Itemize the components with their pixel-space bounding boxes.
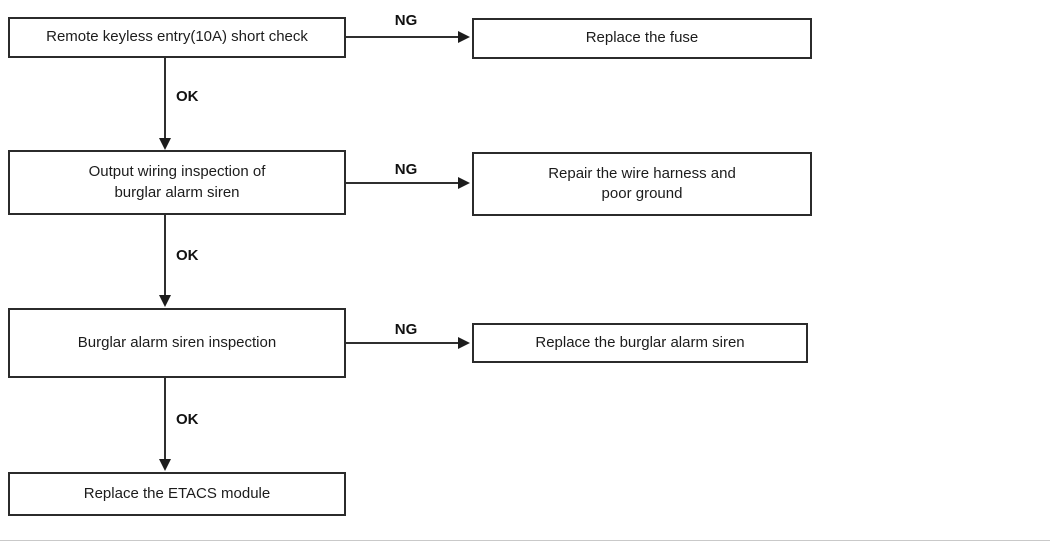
ok-arrow: [164, 58, 166, 138]
result-text-line1: Repair the wire harness and: [548, 164, 736, 182]
ng-label: NG: [394, 321, 418, 338]
step-box-output-wiring-inspection: Output wiring inspection of burglar alar…: [8, 150, 346, 215]
ok-label: OK: [176, 247, 199, 264]
result-box-repair-wire-harness: Repair the wire harness and poor ground: [472, 152, 812, 216]
page-bottom-divider: [0, 540, 1050, 541]
step-text: Remote keyless entry(10A) short check: [46, 28, 308, 46]
result-text-line2: poor ground: [601, 185, 683, 202]
ng-arrow: [346, 36, 458, 38]
ng-arrow: [346, 182, 458, 184]
step-box-remote-keyless-check: Remote keyless entry(10A) short check: [8, 17, 346, 58]
ng-label: NG: [394, 161, 418, 178]
step-text-line1: Output wiring inspection of: [88, 163, 266, 181]
result-box-replace-burglar-alarm-siren: Replace the burglar alarm siren: [472, 323, 808, 363]
result-box-replace-fuse: Replace the fuse: [472, 18, 812, 59]
step-box-replace-etacs-module: Replace the ETACS module: [8, 472, 346, 516]
ng-arrow: [346, 342, 458, 344]
step-text: Burglar alarm siren inspection: [77, 333, 277, 351]
result-text: Replace the burglar alarm siren: [535, 333, 745, 351]
ok-label: OK: [176, 88, 199, 105]
ok-arrow: [164, 378, 166, 459]
ok-arrow: [164, 215, 166, 295]
result-text: Replace the fuse: [585, 29, 699, 47]
ok-label: OK: [176, 411, 199, 428]
step-text-line2: burglar alarm siren: [114, 183, 240, 201]
ng-label: NG: [394, 12, 418, 29]
step-text: Replace the ETACS module: [83, 484, 271, 502]
step-box-burglar-alarm-siren-inspection: Burglar alarm siren inspection: [8, 308, 346, 378]
